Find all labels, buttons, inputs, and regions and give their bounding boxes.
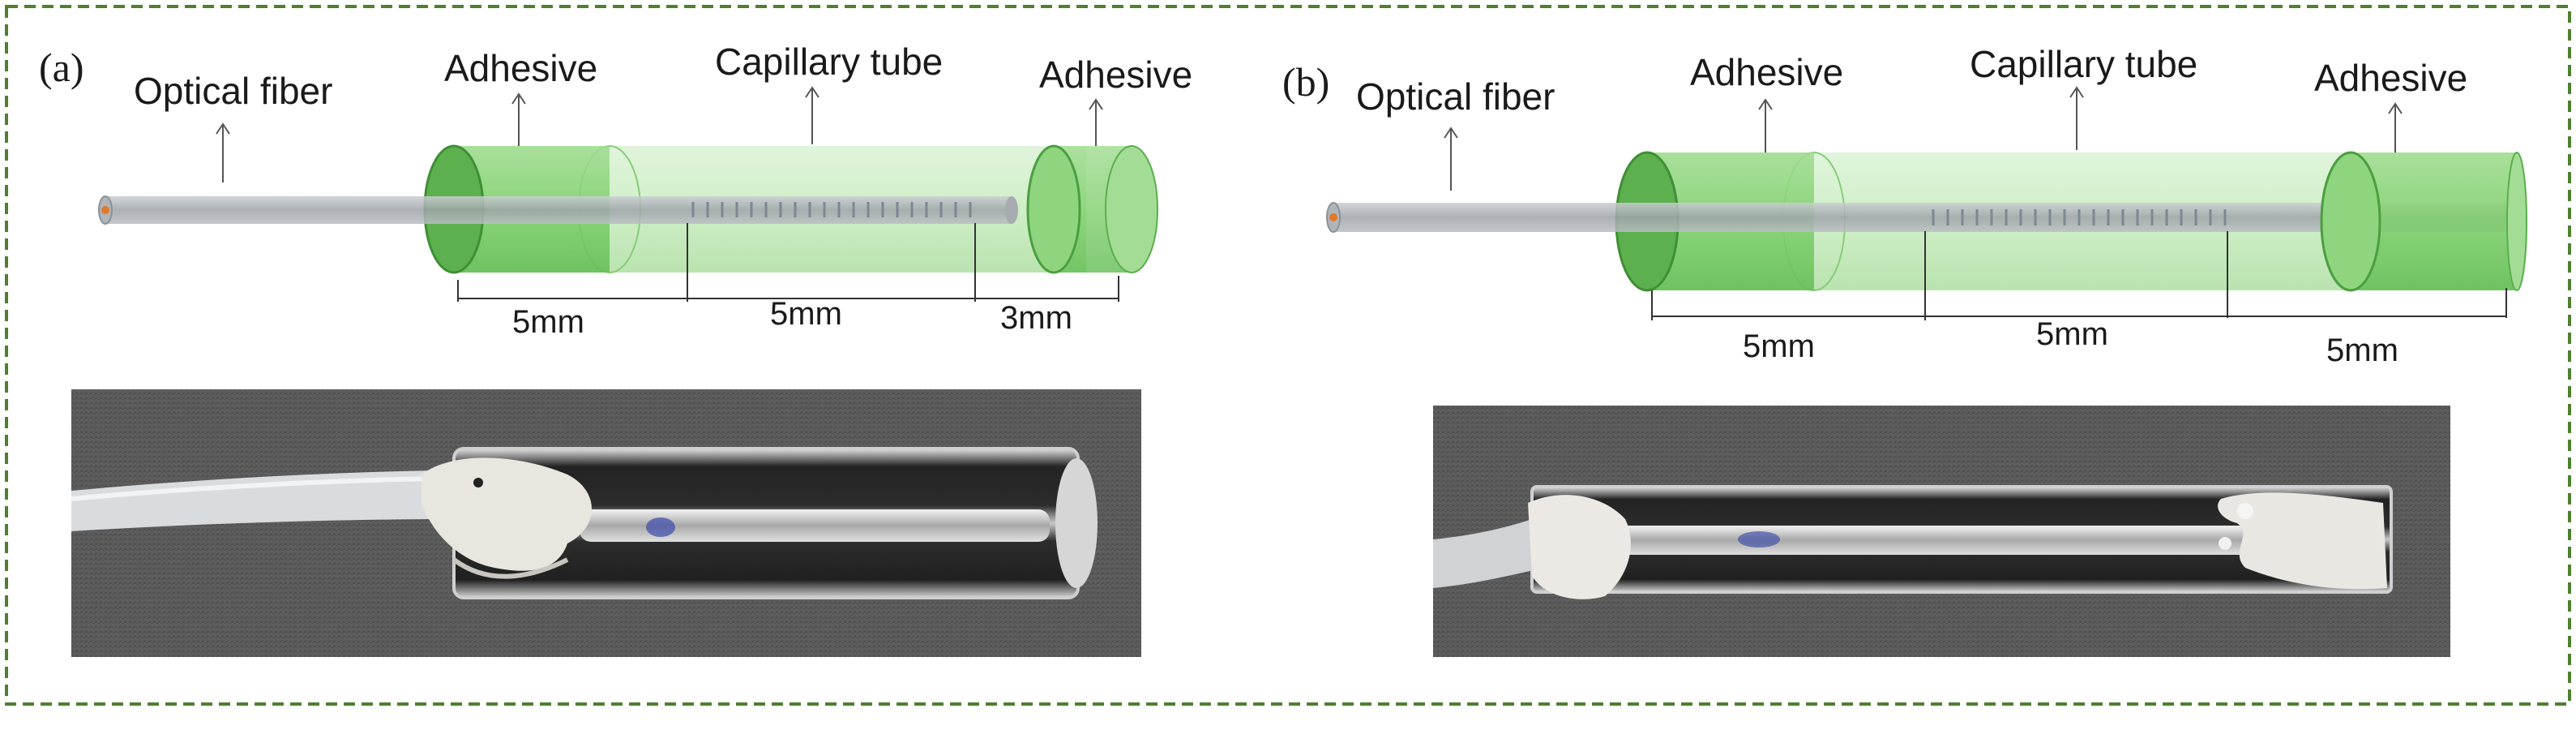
panel-b: (b) Optical fiber Adhesive Capillary tub… <box>1282 43 2527 657</box>
panel-a-dimension-lines <box>457 223 1119 302</box>
panel-a-adhesive-left-label: Adhesive <box>444 47 597 89</box>
panel-a-optical-fiber <box>98 195 1018 225</box>
panel-a-optical-fiber-label: Optical fiber <box>134 70 332 112</box>
panel-b-dimension-2: 5mm <box>2036 316 2108 352</box>
panel-b-adhesive-left-label: Adhesive <box>1690 51 1843 93</box>
panel-b-grating <box>1932 209 2227 225</box>
figure-border <box>5 5 2571 706</box>
panel-b-letter: (b) <box>1282 59 1329 105</box>
up-arrow-icon <box>216 86 1103 182</box>
panel-a-photo <box>71 389 1141 657</box>
panel-a-grating <box>691 202 972 217</box>
panel-a-adhesive-right-label: Adhesive <box>1039 54 1192 96</box>
panel-b-photo <box>1433 406 2450 657</box>
panel-b-dimension-1: 5mm <box>1743 328 1815 364</box>
panel-b-dimension-3: 5mm <box>2326 333 2398 368</box>
panel-b-optical-fiber-label: Optical fiber <box>1356 75 1555 118</box>
panel-a: (a) Optical fiber Adhesive Capillary tub… <box>39 41 1192 657</box>
panel-b-adhesive-right <box>2320 151 2527 292</box>
up-arrow-icon <box>1444 86 2403 191</box>
panel-a-dimension-1: 5mm <box>512 304 584 340</box>
panel-b-optical-fiber <box>1326 202 2513 233</box>
panel-b-adhesive-right-label: Adhesive <box>2314 57 2467 99</box>
panel-a-letter: (a) <box>39 45 84 90</box>
panel-a-adhesive-right <box>1026 144 1158 274</box>
panel-b-capillary-tube-label: Capillary tube <box>1970 43 2197 85</box>
panel-a-dimension-3: 3mm <box>1000 300 1072 336</box>
panel-b-dimension-lines <box>1651 231 2507 320</box>
panel-a-dimension-2: 5mm <box>770 296 842 332</box>
panel-a-capillary-tube-label: Capillary tube <box>715 41 943 83</box>
